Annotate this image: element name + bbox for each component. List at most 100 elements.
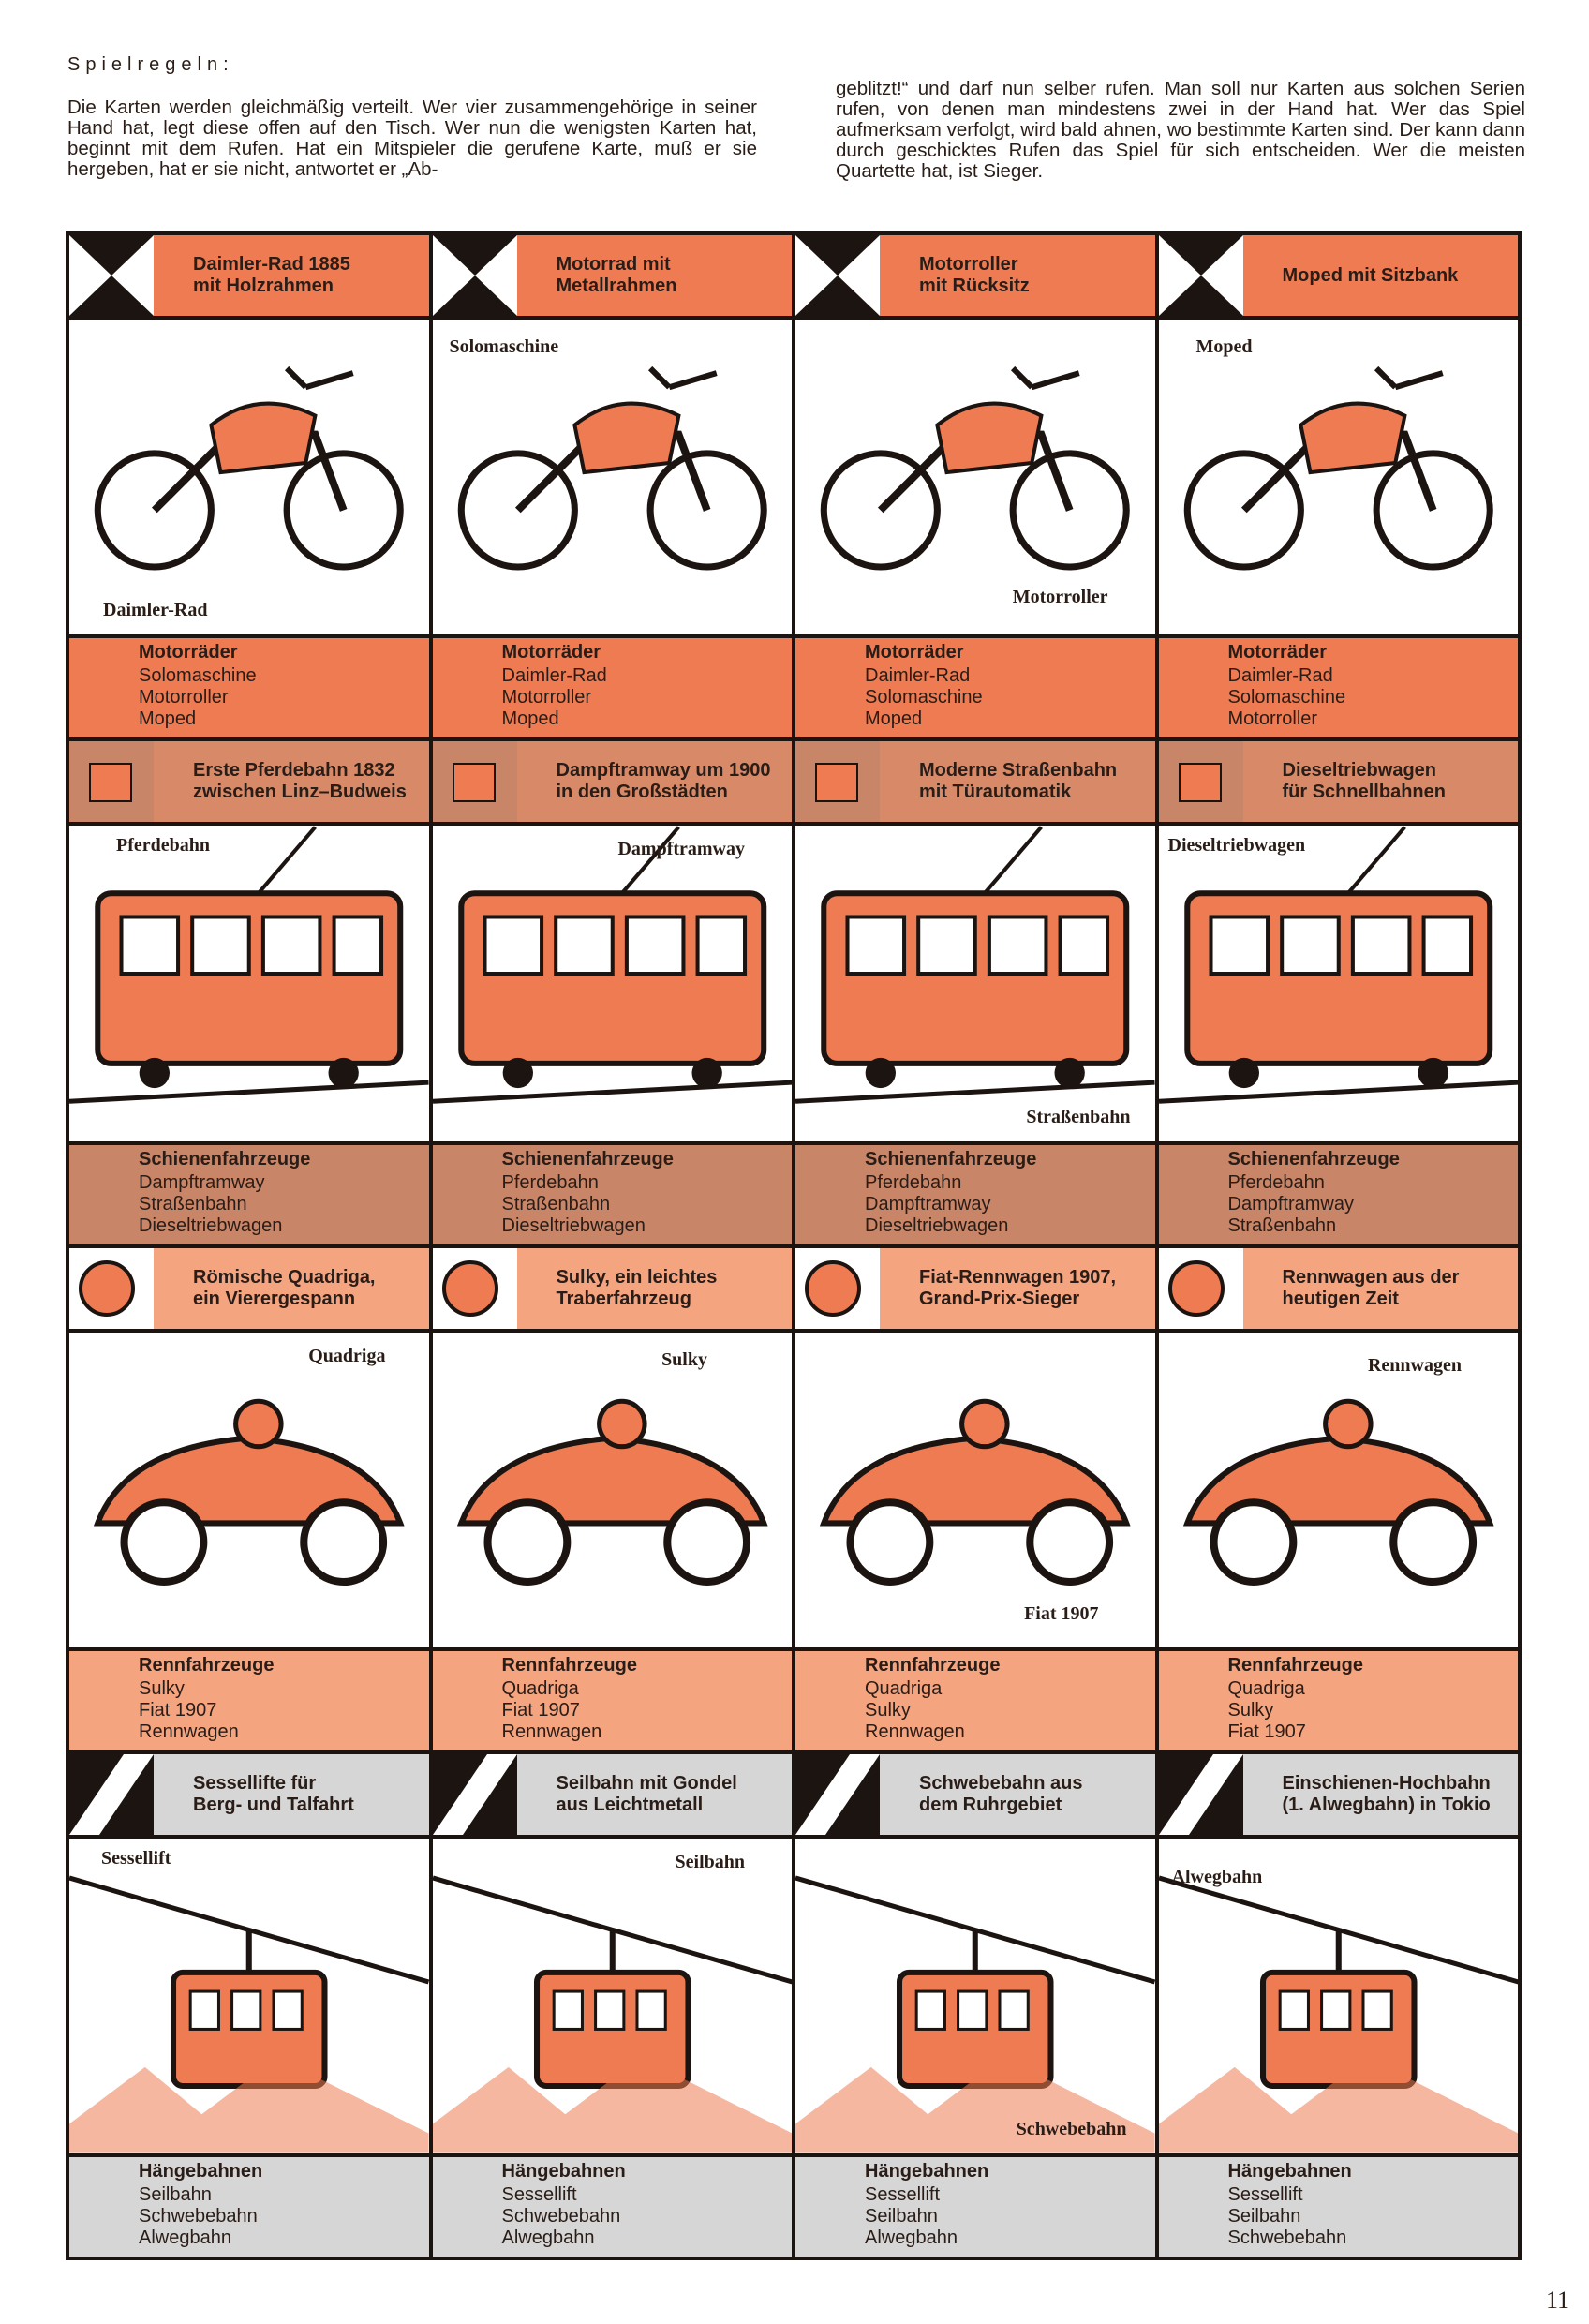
quartet-card: Moderne Straßenbahn mit Türautomatik Str… [795, 741, 1155, 1244]
series-category: Rennfahrzeuge [865, 1654, 1001, 1676]
series-other-card: Quadriga [1227, 1677, 1305, 1699]
series-other-card: Moped [501, 708, 559, 730]
card-title: Dampftramway um 1900 in den Großstädten [516, 741, 792, 823]
card-illustration: Solomaschine [433, 320, 793, 634]
card-title: Sulky, ein leichtes Traberfahrzeug [516, 1247, 792, 1329]
series-other-card: Straßenbahn [1227, 1214, 1337, 1236]
square-icon [452, 763, 496, 803]
card-illustration: Fiat 1907 [795, 1333, 1155, 1647]
tram-illustration [69, 826, 429, 1105]
illustration-caption: Sessellift [101, 1847, 171, 1869]
series-category: Motorräder [865, 642, 964, 663]
series-category: Motorräder [139, 642, 238, 663]
series-other-card: Rennwagen [139, 1721, 239, 1742]
series-other-card: Schwebebahn [501, 2206, 621, 2227]
quartet-card: Einschienen-Hochbahn (1. Alwegbahn) in T… [1158, 1753, 1518, 2257]
series-category: Schienenfahrzeuge [1227, 1148, 1400, 1169]
series-other-card: Fiat 1907 [1227, 1721, 1306, 1742]
series-category: Hängebahnen [139, 2161, 263, 2182]
card-header: Seilbahn mit Gondel aus Leichtmetall [432, 1753, 792, 1839]
quartet-card: Fiat-Rennwagen 1907, Grand-Prix-Sieger F… [795, 1247, 1155, 1750]
racing-vehicle-illustration [1182, 1398, 1494, 1586]
series-other-card: Sulky [139, 1677, 185, 1699]
card-title: Einschienen-Hochbahn (1. Alwegbahn) in T… [1242, 1753, 1518, 1835]
page-number: 11 [1546, 2287, 1570, 2314]
quartet-card: Moped mit Sitzbank Moped Motorräder Daim… [1158, 235, 1518, 738]
quartet-card: Motorrad mit Metallrahmen Solomaschine M… [432, 235, 793, 738]
series-other-card: Alwegbahn [501, 2227, 595, 2248]
card-title: Moderne Straßenbahn mit Türautomatik [880, 741, 1155, 823]
quartet-card: Römische Quadriga, ein Vierergespann Qua… [69, 1247, 429, 1750]
card-illustration: Sulky [433, 1333, 793, 1647]
card-title: Erste Pferdebahn 1832 zwischen Linz–Budw… [154, 741, 429, 823]
series-category: Hängebahnen [501, 2161, 626, 2182]
series-other-card: Solomaschine [865, 687, 983, 708]
series-other-card: Pferdebahn [865, 1171, 962, 1193]
card-illustration: Sessellift [69, 1839, 429, 2153]
illustration-caption: Dampftramway [617, 839, 745, 860]
card-header: Motorrad mit Metallrahmen [432, 235, 792, 320]
series-other-card: Rennwagen [865, 1721, 965, 1742]
series-other-card: Seilbahn [139, 2184, 212, 2205]
illustration-caption: Schwebebahn [1016, 2119, 1127, 2139]
card-illustration: Motorroller [795, 320, 1155, 634]
series-other-card: Sulky [865, 1699, 911, 1721]
series-symbol [795, 1248, 880, 1329]
series-symbol [795, 1753, 880, 1835]
series-other-card: Sulky [1227, 1699, 1274, 1721]
cable-car-illustration [1158, 1875, 1518, 2153]
card-title: Fiat-Rennwagen 1907, Grand-Prix-Sieger [880, 1247, 1155, 1329]
series-category: Schienenfahrzeuge [501, 1148, 674, 1169]
series-other-card: Motorroller [139, 687, 229, 708]
series-other-card: Straßenbahn [139, 1193, 247, 1214]
square-icon [815, 763, 858, 803]
series-symbol [1158, 1753, 1243, 1835]
series-category: Motorräder [1227, 642, 1328, 663]
quartet-card: Sulky, ein leichtes Traberfahrzeug Sulky… [432, 1247, 793, 1750]
series-other-card: Dampftramway [139, 1171, 265, 1193]
series-other-card: Quadriga [865, 1677, 943, 1699]
cable-car-illustration [432, 1875, 792, 2153]
diagonal-stripe-icon [69, 1753, 154, 1835]
illustration-caption: Alwegbahn [1171, 1866, 1263, 1887]
rules-heading: Spielregeln: [67, 54, 234, 75]
illustration-caption: Solomaschine [449, 336, 559, 357]
illustration-caption: Moped [1195, 336, 1253, 357]
card-illustration: Pferdebahn [69, 826, 429, 1140]
series-symbol [1159, 1248, 1243, 1329]
series-other-card: Schwebebahn [139, 2206, 258, 2227]
card-title: Sessellifte für Berg- und Talfahrt [154, 1753, 429, 1835]
rules-text-right: geblitzt!“ und darf nun selber rufen. Ma… [836, 78, 1525, 182]
series-other-card: Quadriga [501, 1677, 579, 1699]
series-other-card: Sessellift [1227, 2184, 1303, 2205]
illustration-caption: Fiat 1907 [1024, 1602, 1099, 1624]
series-symbol [433, 1248, 517, 1329]
card-title: Schwebebahn aus dem Ruhrgebiet [880, 1753, 1155, 1835]
series-symbol [795, 741, 880, 823]
quartet-card: Schwebebahn aus dem Ruhrgebiet Schwebeba… [795, 1753, 1155, 2257]
card-illustration: Daimler-Rad [69, 320, 429, 634]
card-header: Einschienen-Hochbahn (1. Alwegbahn) in T… [1158, 1753, 1518, 1839]
card-header: Moderne Straßenbahn mit Türautomatik [795, 741, 1155, 827]
series-other-card: Motorroller [501, 687, 592, 708]
series-category: Rennfahrzeuge [1227, 1654, 1363, 1676]
series-other-card: Fiat 1907 [139, 1699, 217, 1721]
series-other-card: Daimler-Rad [1227, 665, 1333, 687]
card-illustration: Seilbahn [432, 1839, 792, 2153]
card-title: Motorroller mit Rücksitz [880, 235, 1155, 316]
card-title: Römische Quadriga, ein Vierergespann [154, 1247, 429, 1329]
series-category: Motorräder [501, 642, 601, 663]
series-category: Hängebahnen [865, 2161, 989, 2182]
series-category: Hängebahnen [1227, 2161, 1352, 2182]
quartet-card-grid: Daimler-Rad 1885 mit Holzrahmen Daimler-… [66, 231, 1522, 2260]
series-symbol [69, 1753, 154, 1835]
motorcycle-illustration [820, 365, 1130, 571]
